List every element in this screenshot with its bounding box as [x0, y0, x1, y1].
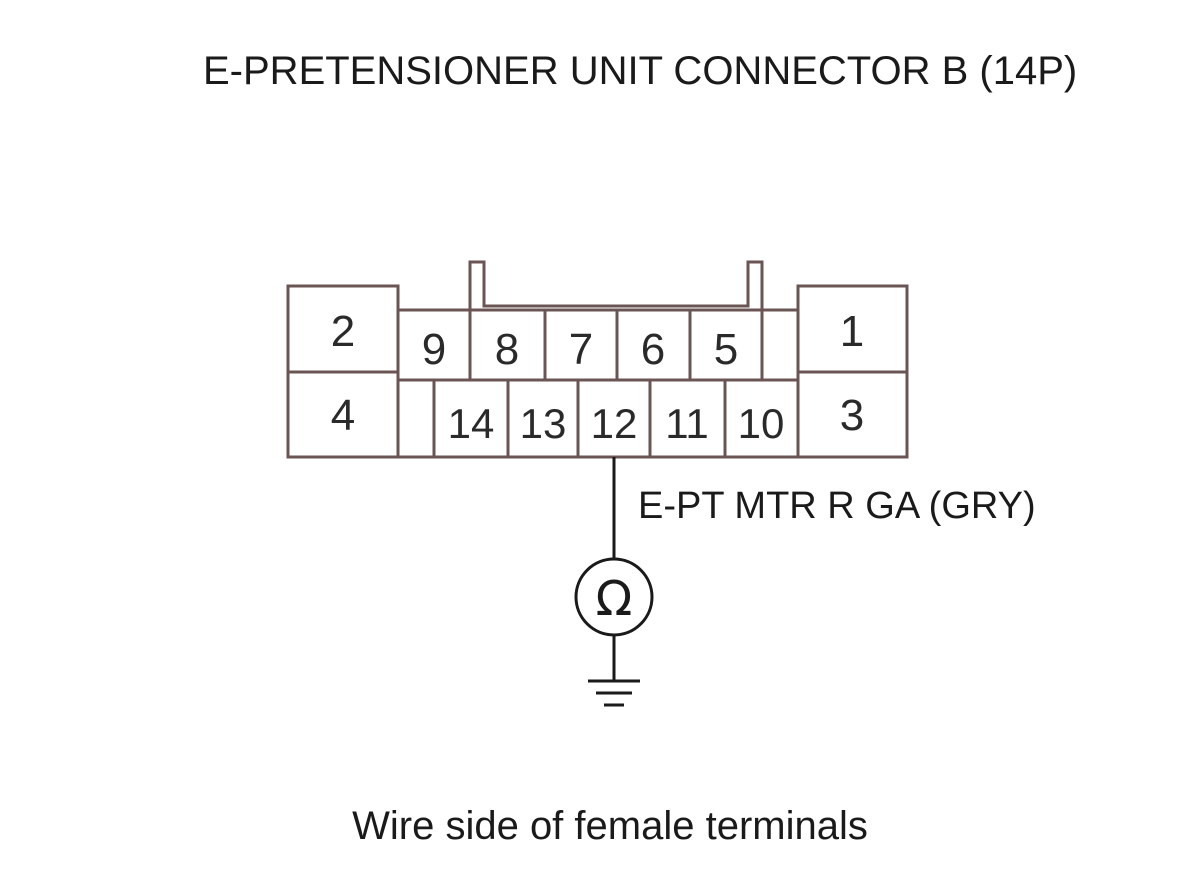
pin-12: 12 — [591, 400, 638, 447]
pin-11: 11 — [665, 400, 709, 447]
pin-14: 14 — [448, 400, 495, 447]
pin-5: 5 — [714, 325, 738, 374]
ohmmeter-icon: Ω — [574, 557, 654, 637]
pin-7: 7 — [569, 325, 593, 374]
pin-4: 4 — [331, 391, 355, 440]
pin-2: 2 — [331, 307, 355, 356]
caption: Wire side of female terminals — [352, 804, 868, 848]
pin-13: 13 — [520, 400, 567, 447]
pin-6: 6 — [641, 325, 665, 374]
connector-housing — [286, 260, 909, 459]
pin-10: 10 — [738, 400, 785, 447]
pin-1: 1 — [840, 307, 864, 356]
pin-labels: 2 4 1 3 9 8 7 6 5 14 13 12 11 10 — [331, 307, 864, 447]
pin-9: 9 — [422, 325, 446, 374]
ohm-symbol: Ω — [596, 571, 633, 627]
wire-label: E-PT MTR R GA (GRY) — [638, 485, 1036, 527]
diagram-title: E-PRETENSIONER UNIT CONNECTOR B (14P) — [203, 49, 1077, 93]
ground-icon — [588, 679, 640, 707]
pin-3: 3 — [840, 391, 864, 440]
pin-8: 8 — [495, 325, 519, 374]
connector-latch — [468, 260, 764, 310]
